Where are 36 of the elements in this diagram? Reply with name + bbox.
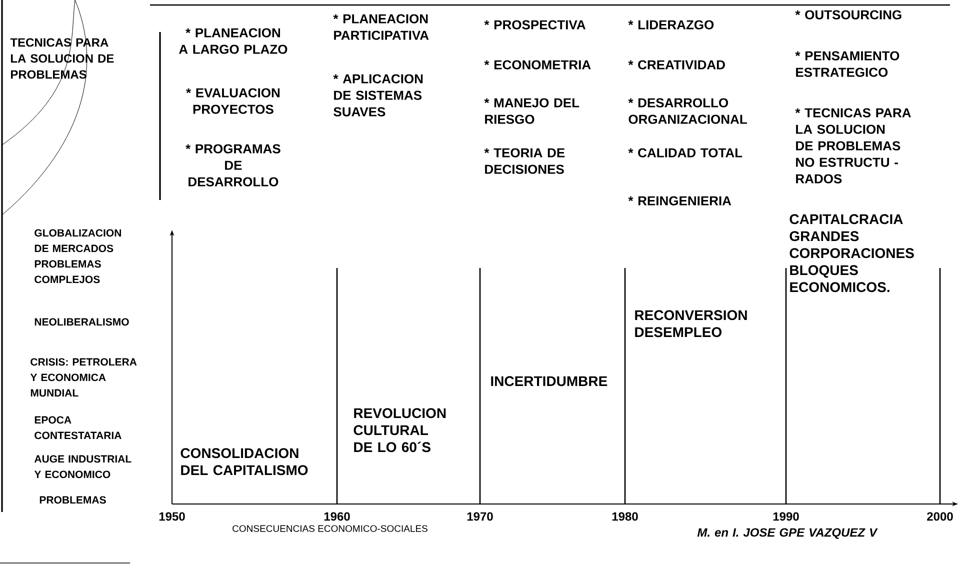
technique-item: * PLANEACION PARTICIPATIVA bbox=[333, 14, 429, 40]
year-label: 2000 bbox=[927, 512, 953, 521]
technique-item: * DESARROLLO ORGANIZACIONAL bbox=[628, 98, 747, 124]
year-label: 1980 bbox=[612, 512, 638, 521]
year-label: 1950 bbox=[159, 512, 185, 521]
technique-item: * MANEJO DEL RIESGO bbox=[484, 98, 580, 124]
technique-item: * REINGENIERIA bbox=[628, 196, 732, 206]
author-credit: M. en I. JOSE GPE VAZQUEZ V bbox=[697, 528, 878, 539]
year-label: 1990 bbox=[773, 512, 799, 521]
problem-label: CRISIS: PETROLERA Y ECONOMICA MUNDIAL bbox=[30, 358, 137, 397]
problem-label: PROBLEMAS bbox=[40, 496, 106, 504]
technique-item: * APLICACION DE SISTEMAS SUAVES bbox=[333, 74, 423, 116]
technique-item: * PROSPECTIVA bbox=[484, 20, 586, 30]
period-label: REVOLUCION CULTURAL DE LO 60´S bbox=[354, 408, 446, 452]
technique-item: * LIDERAZGO bbox=[628, 20, 714, 30]
technique-item: * PLANEACION A LARGO PLAZO bbox=[179, 28, 288, 54]
year-label: 1970 bbox=[467, 512, 493, 521]
period-label: RECONVERSION DESEMPLEO bbox=[635, 310, 747, 338]
problem-label: EPOCA CONTESTATARIA bbox=[34, 416, 122, 440]
problem-label: NEOLIBERALISMO bbox=[34, 318, 129, 326]
axis-title: CONSECUENCIAS ECONOMICO-SOCIALES bbox=[232, 525, 428, 532]
technique-item: * CALIDAD TOTAL bbox=[628, 148, 742, 158]
problem-label: GLOBALIZACION DE MERCADOS PROBLEMAS COMPLEJOS bbox=[34, 229, 121, 284]
technique-item: * OUTSOURCING bbox=[795, 10, 902, 20]
technique-item: * CREATIVIDAD bbox=[628, 60, 725, 70]
technique-item: * ECONOMETRIA bbox=[484, 60, 591, 70]
period-label: INCERTIDUMBRE bbox=[491, 376, 608, 386]
year-label: 1960 bbox=[324, 512, 350, 521]
technique-item: * TECNICAS PARA LA SOLUCION DE PROBLEMAS NO ESTRUCTU - RADOS bbox=[795, 108, 911, 184]
period-label: CONSOLIDACION DEL CAPITALISMO bbox=[180, 448, 308, 476]
technique-item: * EVALUACION PROYECTOS bbox=[186, 88, 280, 114]
technique-item: * TEORIA DE DECISIONES bbox=[484, 148, 565, 174]
technique-item: * PENSAMIENTO ESTRATEGICO bbox=[795, 51, 900, 77]
period-label: CAPITALCRACIA GRANDES CORPORACIONES BLOQUES ECONOMICOS. bbox=[790, 214, 914, 292]
problem-label: AUGE INDUSTRIAL Y ECONOMICO bbox=[34, 455, 132, 478]
technique-item: * PROGRAMAS DE DESARROLLO bbox=[186, 144, 280, 186]
